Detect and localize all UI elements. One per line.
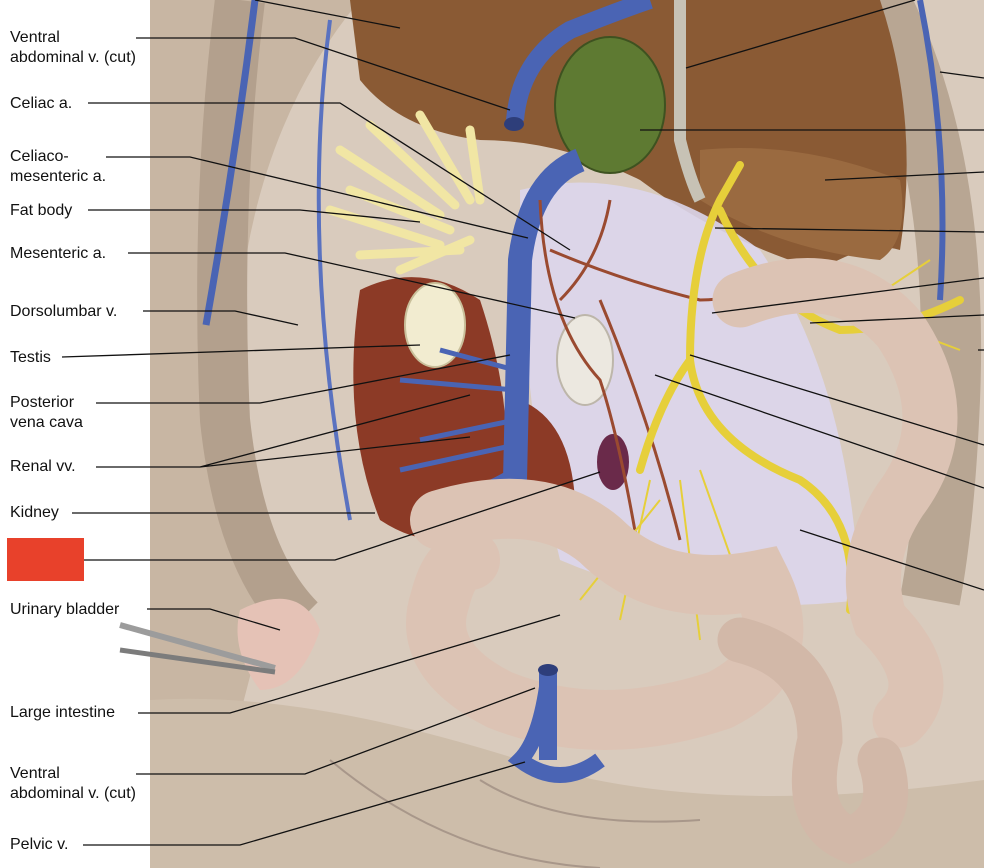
- masked-label-box: [7, 538, 84, 581]
- forceps: [119, 622, 276, 675]
- label-fat-body: Fat body: [10, 201, 73, 221]
- portal-vein: [674, 0, 706, 203]
- liver-lobe-right: [700, 148, 903, 260]
- label-large-intestine: Large intestine: [10, 703, 115, 723]
- right-muscle-band: [853, 0, 982, 606]
- label-celiacomesenteric-a: Celiaco- mesenteric a.: [10, 147, 107, 187]
- label-mesenteric-a: Mesenteric a.: [10, 244, 107, 264]
- small-intestine: [712, 257, 958, 748]
- right-wall-vein: [917, 0, 946, 301]
- spleen: [597, 434, 629, 490]
- ventral-abdominal-vein-top: [506, 0, 653, 121]
- renal-veins: [399, 347, 516, 473]
- fat-body: [325, 110, 485, 275]
- label-celiac-a: Celiac a.: [10, 94, 73, 114]
- label-pelvic-v: Pelvic v.: [10, 835, 69, 855]
- lower-body: [150, 698, 984, 868]
- dorsolumbar-vein-branch: [316, 19, 352, 521]
- label-kidney: Kidney: [10, 503, 59, 523]
- ventral-abdominal-vein-top-cut: [504, 117, 524, 131]
- label-testis: Testis: [10, 348, 51, 368]
- lower-body-folds: [329, 759, 701, 868]
- kidney-left: [353, 277, 507, 540]
- label-dorsolumbar-v: Dorsolumbar v.: [10, 302, 118, 322]
- testis-left: [404, 282, 466, 368]
- small-intestine-lower: [717, 617, 909, 865]
- left-muscle-band: [197, 0, 319, 638]
- label-line: Posterior: [10, 394, 75, 411]
- label-line: Ventral: [10, 29, 60, 46]
- dorsolumbar-vein-left: [202, 0, 259, 326]
- label-line: abdominal v. (cut): [10, 49, 136, 66]
- label-ventral-abdominal-v-top: Ventral abdominal v. (cut): [10, 28, 136, 68]
- ventral-abdominal-vein-bottom-cut: [538, 664, 558, 676]
- gallbladder: [554, 36, 666, 174]
- label-line: Ventral: [10, 765, 60, 782]
- large-intestine: [406, 478, 804, 750]
- label-line: abdominal v. (cut): [10, 785, 136, 802]
- label-line: Celiaco-: [10, 148, 69, 165]
- label-posterior-vena-cava: Posterior vena cava: [10, 393, 83, 433]
- label-line: vena cava: [10, 414, 83, 431]
- leader-lines: [61, 0, 984, 846]
- label-urinary-bladder: Urinary bladder: [10, 600, 120, 620]
- label-ventral-abdominal-v-bottom: Ventral abdominal v. (cut): [10, 764, 136, 804]
- label-line: mesenteric a.: [10, 168, 107, 185]
- label-renal-vv: Renal vv.: [10, 457, 76, 477]
